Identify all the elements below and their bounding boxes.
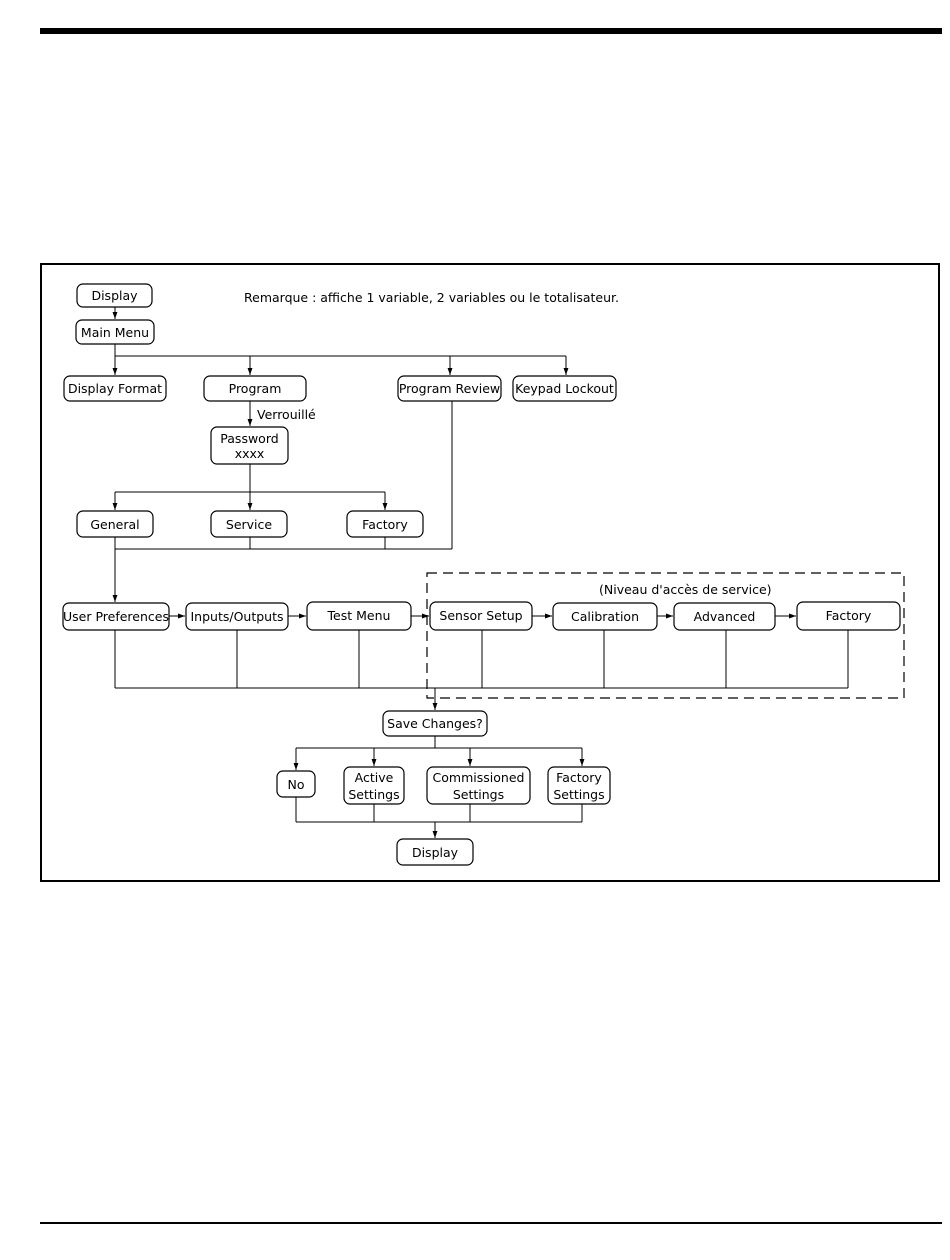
node-factory-settings: Factory Settings (547, 766, 611, 805)
connectors (112, 306, 849, 838)
svg-text:Display: Display (412, 845, 459, 860)
svg-text:Advanced: Advanced (694, 609, 756, 624)
node-inputs-outputs: Inputs/Outputs (185, 602, 289, 631)
svg-text:Program Review: Program Review (399, 381, 500, 396)
node-program: Program (203, 375, 307, 402)
svg-text:Password: Password (220, 431, 278, 446)
node-factory-menu: Factory (346, 510, 424, 538)
svg-text:Display: Display (91, 288, 138, 303)
node-advanced: Advanced (673, 602, 776, 631)
svg-text:Keypad Lockout: Keypad Lockout (515, 381, 614, 396)
node-display-top: Display (76, 283, 153, 308)
svg-text:Save Changes?: Save Changes? (387, 716, 483, 731)
svg-text:Calibration: Calibration (571, 609, 639, 624)
node-active-settings: Active Settings (343, 766, 405, 805)
service-level-region (426, 572, 905, 699)
svg-text:Main Menu: Main Menu (81, 325, 149, 340)
node-no: No (276, 770, 316, 798)
svg-text:Settings: Settings (348, 787, 399, 802)
node-calibration: Calibration (552, 602, 658, 631)
node-general: General (76, 510, 154, 538)
node-display-bottom: Display (396, 838, 474, 866)
node-password: Password xxxx (210, 426, 289, 465)
svg-text:Factory: Factory (826, 608, 872, 623)
svg-text:Settings: Settings (553, 787, 604, 802)
svg-text:Settings: Settings (453, 787, 504, 802)
svg-text:General: General (90, 517, 139, 532)
node-keypad-lockout: Keypad Lockout (512, 375, 617, 402)
node-display-format: Display Format (63, 375, 167, 402)
node-factory-service: Factory (796, 601, 901, 631)
svg-text:Active: Active (355, 770, 394, 785)
node-main-menu: Main Menu (75, 319, 155, 345)
svg-text:Factory: Factory (556, 770, 602, 785)
svg-text:Service: Service (226, 517, 273, 532)
svg-text:Factory: Factory (362, 517, 408, 532)
node-sensor-setup: Sensor Setup (429, 601, 533, 631)
locked-label: Verrouillé (257, 407, 316, 422)
svg-text:User Preferences: User Preferences (63, 609, 169, 624)
node-program-review: Program Review (397, 375, 502, 402)
node-user-preferences: User Preferences (62, 602, 170, 631)
svg-text:Inputs/Outputs: Inputs/Outputs (190, 609, 283, 624)
svg-text:xxxx: xxxx (235, 446, 265, 461)
svg-text:Commissioned: Commissioned (433, 770, 525, 785)
node-test-menu: Test Menu (306, 601, 412, 631)
node-commissioned-settings: Commissioned Settings (426, 766, 531, 805)
svg-text:Sensor Setup: Sensor Setup (439, 608, 522, 623)
note-text: Remarque : affiche 1 variable, 2 variabl… (244, 290, 619, 305)
service-level-label: (Niveau d'accès de service) (599, 582, 772, 597)
svg-text:Program: Program (229, 381, 282, 396)
svg-text:No: No (288, 777, 305, 792)
node-save-changes: Save Changes? (382, 710, 488, 737)
diagram-frame (40, 263, 940, 882)
bottom-rule (40, 1222, 942, 1224)
top-rule (40, 28, 942, 34)
node-service: Service (210, 510, 288, 538)
svg-text:Display Format: Display Format (68, 381, 162, 396)
svg-text:Test Menu: Test Menu (327, 608, 391, 623)
